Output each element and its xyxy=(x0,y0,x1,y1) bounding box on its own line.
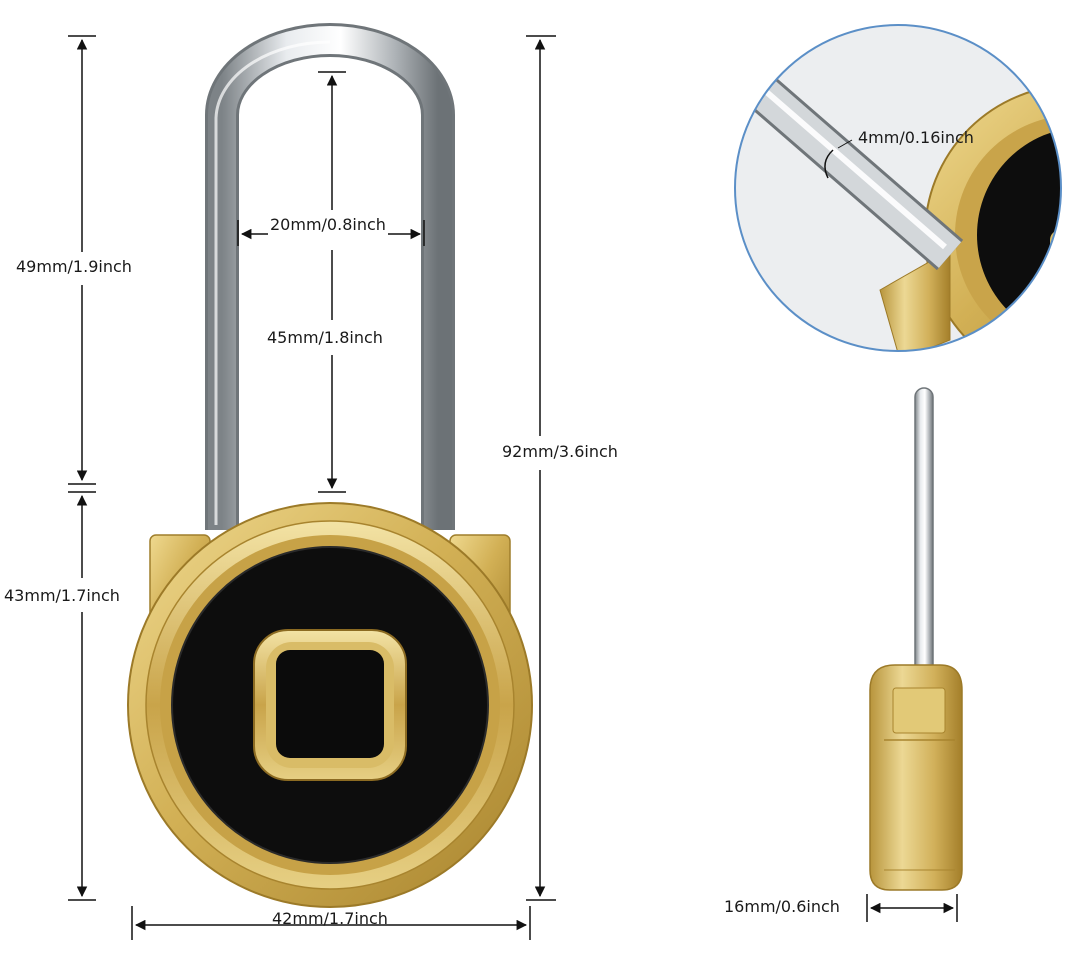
label-shackle-clearance: 45mm/1.8inch xyxy=(265,328,385,348)
padlock-front-view xyxy=(127,23,533,908)
label-shackle-diameter: 4mm/0.16inch xyxy=(858,128,974,147)
label-body-width: 42mm/1.7inch xyxy=(272,909,388,928)
shackle xyxy=(205,23,455,530)
label-body-height: 43mm/1.7inch xyxy=(2,586,122,606)
label-body-thickness: 16mm/0.6inch xyxy=(722,897,842,917)
shackle-diameter-zoom xyxy=(734,24,1062,352)
label-shackle-height: 49mm/1.9inch xyxy=(14,257,134,277)
padlock-side-view xyxy=(869,387,963,891)
label-total-height: 92mm/3.6inch xyxy=(500,442,620,462)
label-shackle-inner-width: 20mm/0.8inch xyxy=(268,215,388,235)
fingerprint-sensor-icon xyxy=(253,629,407,781)
